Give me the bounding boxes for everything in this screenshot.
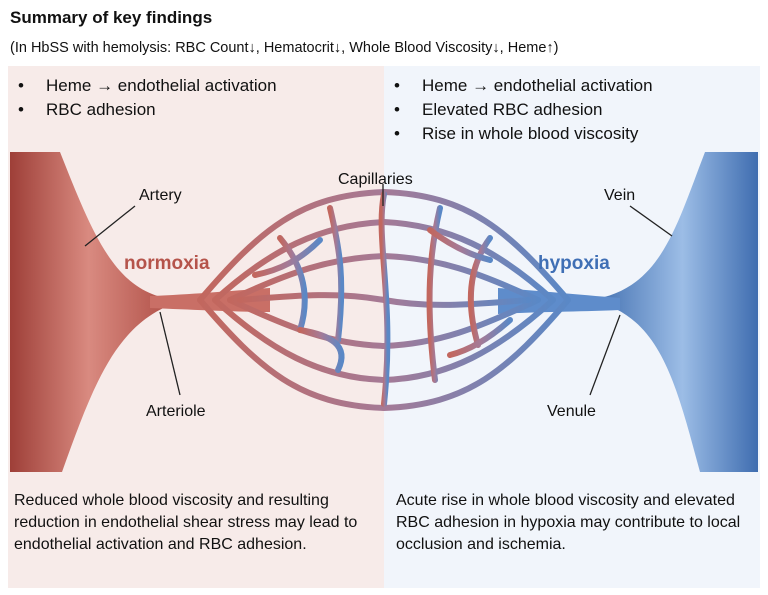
normoxia-note: Reduced whole blood viscosity and result… — [14, 492, 358, 553]
capillary-network — [197, 188, 571, 412]
artery-pointer-line — [84, 205, 136, 247]
vein-label: Vein — [604, 187, 635, 204]
hypoxia-finding-item: Heme → endothelial activation — [390, 74, 653, 98]
vein-pointer-line — [629, 205, 673, 237]
venule-label: Venule — [547, 403, 596, 420]
vein-vessel — [590, 152, 758, 472]
hypoxia-note: Acute rise in whole blood viscosity and … — [396, 492, 741, 553]
artery-label: Artery — [139, 187, 182, 204]
artery-vessel — [10, 152, 185, 472]
normoxia-finding-item: RBC adhesion — [14, 98, 277, 122]
venule-pointer-line — [589, 314, 621, 396]
capillaries-label: Capillaries — [338, 171, 413, 188]
hypoxia-label: hypoxia — [538, 253, 610, 274]
figure-title: Summary of key findings — [10, 8, 213, 27]
normoxia-finding-item: Heme → endothelial activation — [14, 74, 277, 98]
arteriole-pointer-line — [159, 311, 181, 396]
hypoxia-finding-item: Rise in whole blood viscosity — [390, 122, 653, 146]
hypoxia-finding-item: Elevated RBC adhesion — [390, 98, 653, 122]
hypoxia-findings-list: Heme → endothelial activation Elevated R… — [390, 74, 653, 146]
normoxia-label: normoxia — [124, 253, 210, 274]
normoxia-findings-list: Heme → endothelial activation RBC adhesi… — [14, 74, 277, 122]
arteriole-label: Arteriole — [146, 403, 206, 420]
figure-subtitle: (In HbSS with hemolysis: RBC Count↓, Hem… — [10, 40, 559, 56]
